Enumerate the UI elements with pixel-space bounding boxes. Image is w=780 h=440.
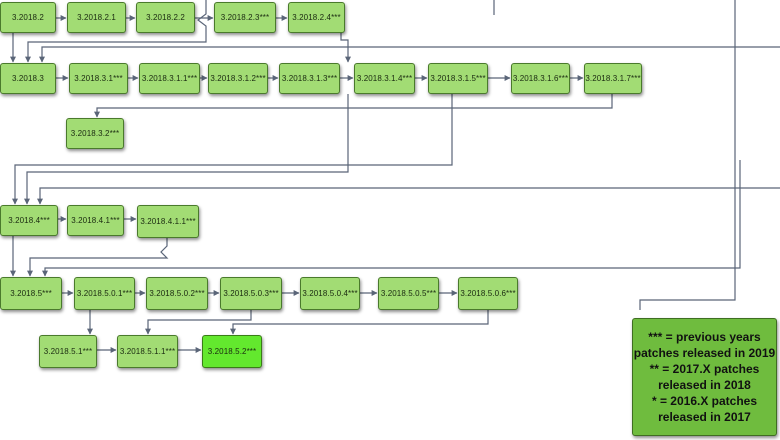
- edge: [94, 94, 613, 118]
- version-node: 3.2018.3.1.6***: [511, 63, 570, 94]
- edge: [25, 0, 207, 63]
- version-node: 3.2018.5.1***: [39, 335, 97, 368]
- version-node: 3.2018.3.1.5***: [428, 63, 488, 94]
- version-node: 3.2018.2.3***: [214, 2, 276, 33]
- legend-line: *** = previous years: [648, 330, 761, 344]
- version-node: 3.2018.5.0.5***: [378, 277, 439, 310]
- version-node: 3.2018.2: [0, 2, 56, 33]
- edge: [145, 310, 252, 335]
- version-node: 3.2018.2.2: [136, 2, 195, 33]
- edge: [24, 94, 349, 205]
- version-node: 3.2018.3.1.7***: [584, 63, 642, 94]
- legend-box: *** = previous years patches released in…: [632, 318, 777, 436]
- version-node: 3.2018.3.1.3***: [279, 63, 340, 94]
- edge: [27, 238, 169, 277]
- edge: [37, 187, 780, 205]
- edge: [639, 0, 736, 310]
- version-node: 3.2018.3.1.1***: [139, 63, 200, 94]
- version-node: 3.2018.5.0.1***: [74, 277, 135, 310]
- legend-line: released in 2017: [658, 410, 751, 424]
- legend-line: patches released in 2019: [633, 346, 776, 360]
- edge: [42, 160, 741, 277]
- version-node: 3.2018.3: [0, 63, 56, 94]
- version-node: 3.2018.4.1***: [67, 205, 124, 236]
- legend-line: ** = 2017.X patches: [649, 362, 760, 376]
- edge: [12, 94, 453, 205]
- current-version-node: 3.2018.5.2***: [202, 335, 262, 368]
- edge: [340, 33, 351, 63]
- version-node: 3.2018.2.4***: [288, 2, 345, 33]
- legend-line: * = 2016.X patches: [651, 394, 758, 408]
- legend-line: released in 2018: [658, 378, 751, 392]
- version-node: 3.2018.3.1.4***: [354, 63, 415, 94]
- version-node: 3.2018.5.0.6***: [458, 277, 518, 310]
- edge: [230, 310, 489, 335]
- version-node: 3.2018.3.1***: [69, 63, 128, 94]
- version-node: 3.2018.5.0.4***: [300, 277, 360, 310]
- version-node: 3.2018.2.1: [67, 2, 126, 33]
- version-node: 3.2018.3.2***: [66, 118, 124, 149]
- version-node: 3.2018.5.1.1***: [117, 335, 178, 368]
- version-node: 3.2018.5.0.3***: [220, 277, 282, 310]
- version-node: 3.2018.5.0.2***: [146, 277, 208, 310]
- version-node: 3.2018.3.1.2***: [208, 63, 268, 94]
- version-node: 3.2018.5***: [0, 277, 62, 310]
- edge: [39, 46, 780, 63]
- version-node: 3.2018.4.1.1***: [137, 205, 199, 238]
- version-node: 3.2018.4***: [0, 205, 58, 236]
